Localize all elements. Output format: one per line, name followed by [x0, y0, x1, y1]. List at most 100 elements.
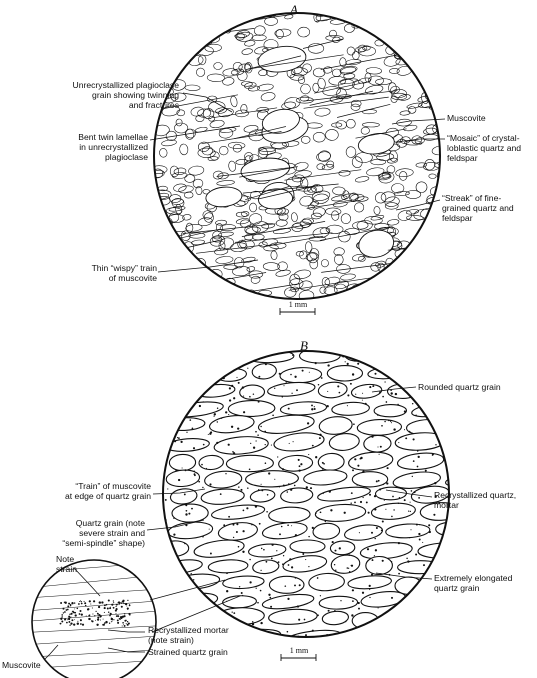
- mortar-speck: [247, 627, 250, 630]
- mortar-speck: [378, 453, 380, 455]
- grain: [244, 152, 254, 162]
- mortar-speck: [377, 414, 379, 416]
- grain: [237, 239, 247, 249]
- grain: [189, 43, 198, 55]
- grain: [417, 542, 449, 559]
- grain: [358, 255, 366, 262]
- mortar-speck: [305, 559, 307, 561]
- grain: [314, 107, 331, 117]
- grain: [428, 230, 435, 242]
- grain: [374, 286, 389, 295]
- mortar-speck: [242, 411, 246, 414]
- grain: [166, 207, 183, 215]
- grain: [370, 214, 385, 221]
- mortar-speck: [409, 501, 411, 503]
- mortar-speck: [64, 601, 67, 604]
- mortar-speck: [389, 420, 392, 422]
- grain: [365, 285, 374, 295]
- mortar-speck: [314, 361, 317, 365]
- mortar-speck: [236, 500, 238, 502]
- grain: [257, 147, 268, 159]
- mortar-speck: [282, 563, 284, 566]
- grain: [284, 287, 297, 298]
- grain: [222, 595, 257, 609]
- grain: [428, 173, 437, 179]
- grain: [398, 39, 414, 45]
- grain: [154, 52, 164, 61]
- mortar-speck: [210, 352, 213, 355]
- mortar-speck: [117, 604, 119, 606]
- mortar-speck: [163, 367, 164, 369]
- mortar-speck: [79, 610, 82, 612]
- grain: [261, 108, 300, 134]
- mortar-speck: [265, 560, 268, 563]
- mortar-speck: [78, 613, 81, 615]
- mortar-speck: [233, 452, 236, 455]
- grain: [244, 82, 257, 89]
- grain: [344, 228, 360, 235]
- grain: [251, 221, 269, 233]
- mortar-speck: [114, 609, 117, 612]
- grain: [314, 503, 367, 522]
- grain: [312, 193, 329, 204]
- leader-muscovite-b: [43, 644, 59, 661]
- label-recrystallized-quartz: Recrystallized quartz, mortar: [434, 490, 517, 510]
- grain: [351, 471, 389, 488]
- mortar-speck: [404, 553, 406, 556]
- mortar-speck: [71, 611, 73, 613]
- grain: [406, 102, 423, 109]
- mortar-speck: [438, 392, 440, 394]
- mortar-speck: [434, 411, 436, 413]
- mortar-speck: [292, 441, 294, 443]
- grain: [397, 560, 443, 575]
- grain: [357, 77, 371, 84]
- mortar-speck: [309, 487, 313, 490]
- mortar-speck: [334, 610, 336, 612]
- mortar-speck: [125, 623, 127, 625]
- grain: [247, 85, 260, 92]
- mortar-speck: [303, 618, 306, 621]
- mortar-speck: [70, 616, 72, 618]
- grain: [333, 280, 350, 289]
- grain: [333, 247, 345, 256]
- foliation-line: [314, 81, 369, 94]
- grain: [215, 256, 234, 264]
- foliation-line: [319, 226, 390, 241]
- grain: [216, 180, 235, 186]
- mortar-speck: [104, 622, 106, 624]
- mortar-speck: [112, 600, 115, 602]
- mortar-speck: [96, 618, 100, 621]
- mortar-speck: [270, 444, 272, 446]
- grain: [410, 250, 428, 260]
- mortar-speck: [126, 605, 128, 607]
- mortar-speck: [159, 451, 161, 453]
- mortar-speck: [287, 407, 290, 410]
- mortar-speck: [228, 399, 232, 402]
- grain: [243, 125, 259, 133]
- grain: [309, 248, 320, 260]
- grain: [425, 66, 440, 77]
- grain: [244, 40, 256, 47]
- mortar-speck: [74, 608, 76, 610]
- mortar-speck: [434, 482, 437, 485]
- mortar-speck: [232, 451, 234, 453]
- grain: [445, 472, 449, 488]
- mortar-speck: [346, 567, 349, 569]
- grain: [171, 573, 221, 590]
- grain: [174, 274, 191, 282]
- mortar-speck: [88, 600, 91, 603]
- grain: [350, 99, 362, 108]
- mortar-speck: [298, 584, 301, 587]
- grain: [370, 158, 386, 166]
- grain: [197, 147, 216, 159]
- mortar-speck: [269, 596, 272, 599]
- grain: [225, 454, 274, 473]
- mortar-speck: [288, 483, 290, 485]
- mortar-speck: [257, 434, 259, 436]
- grain: [154, 18, 165, 28]
- mortar-speck: [434, 394, 436, 397]
- grain: [435, 253, 440, 261]
- grain: [381, 272, 394, 280]
- mortar-speck: [183, 493, 186, 496]
